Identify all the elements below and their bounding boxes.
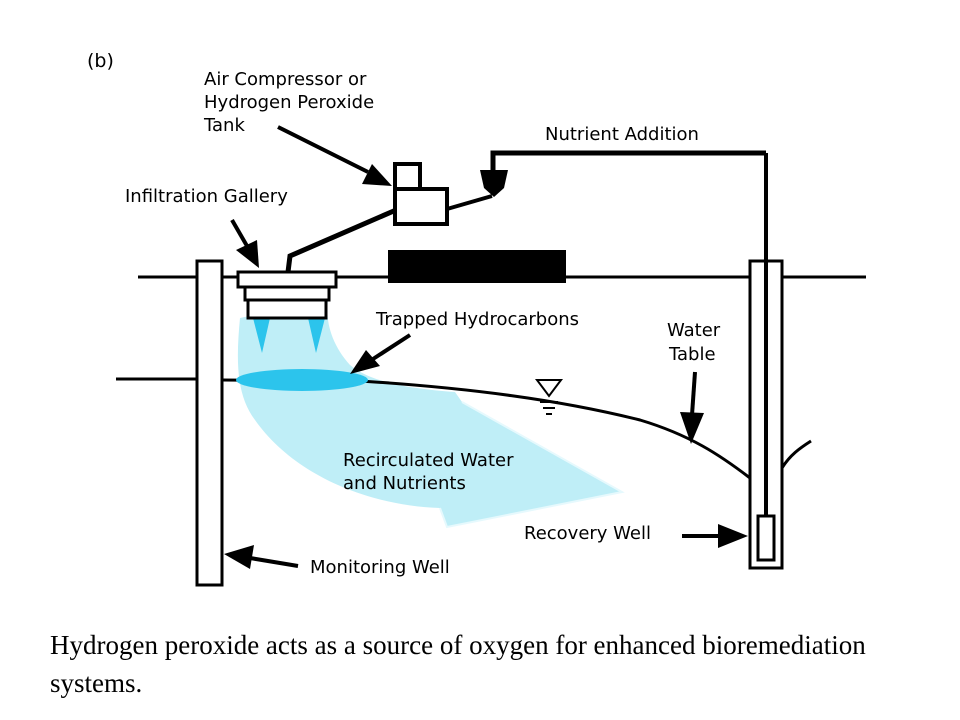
arrow-air-compressor [277, 125, 392, 186]
figure-label: (b) [87, 50, 114, 72]
infiltration-gallery [236, 270, 338, 320]
surface-cap-bar [388, 250, 566, 283]
air-compressor-tank [393, 162, 449, 226]
recirculation-arrow-head [439, 401, 625, 529]
recovery-well-label: Recovery Well [524, 523, 651, 544]
arrow-monitoring-well [224, 545, 299, 569]
water-table-symbol [535, 379, 563, 415]
monitoring-well-label: Monitoring Well [310, 557, 450, 578]
trapped-hydrocarbons-label: Trapped Hydrocarbons [375, 309, 579, 330]
infiltration-jet-left [253, 318, 270, 353]
water-table-label: Water Table [667, 320, 726, 365]
ground-contour-right [780, 439, 812, 469]
water-table-line [221, 378, 751, 480]
figure-caption: Hydrogen peroxide acts as a source of ox… [50, 630, 866, 698]
nutrient-pipe [490, 150, 766, 172]
tank-to-gallery-pipe [285, 207, 397, 273]
arrow-infiltration-gallery [230, 219, 259, 268]
recovery-well-screen [756, 514, 776, 562]
infiltration-jet-right [308, 318, 325, 353]
infiltration-gallery-label: Infiltration Gallery [125, 186, 288, 207]
recirculated-water-label: Recirculated Water and Nutrients [343, 450, 519, 494]
recirculated-water-plume [237, 300, 623, 527]
arrow-water-table [680, 371, 704, 444]
nutrient-funnel [480, 170, 508, 197]
trapped-hydrocarbons-lens [236, 369, 368, 391]
arrow-recovery-well [682, 524, 748, 548]
nutrient-addition-label: Nutrient Addition [545, 124, 699, 145]
nutrient-to-tank-pipe [446, 194, 493, 211]
monitoring-well [195, 259, 224, 587]
air-compressor-label: Air Compressor or Hydrogen Peroxide Tank [203, 69, 380, 136]
arrow-trapped-hydrocarbons [350, 333, 412, 374]
